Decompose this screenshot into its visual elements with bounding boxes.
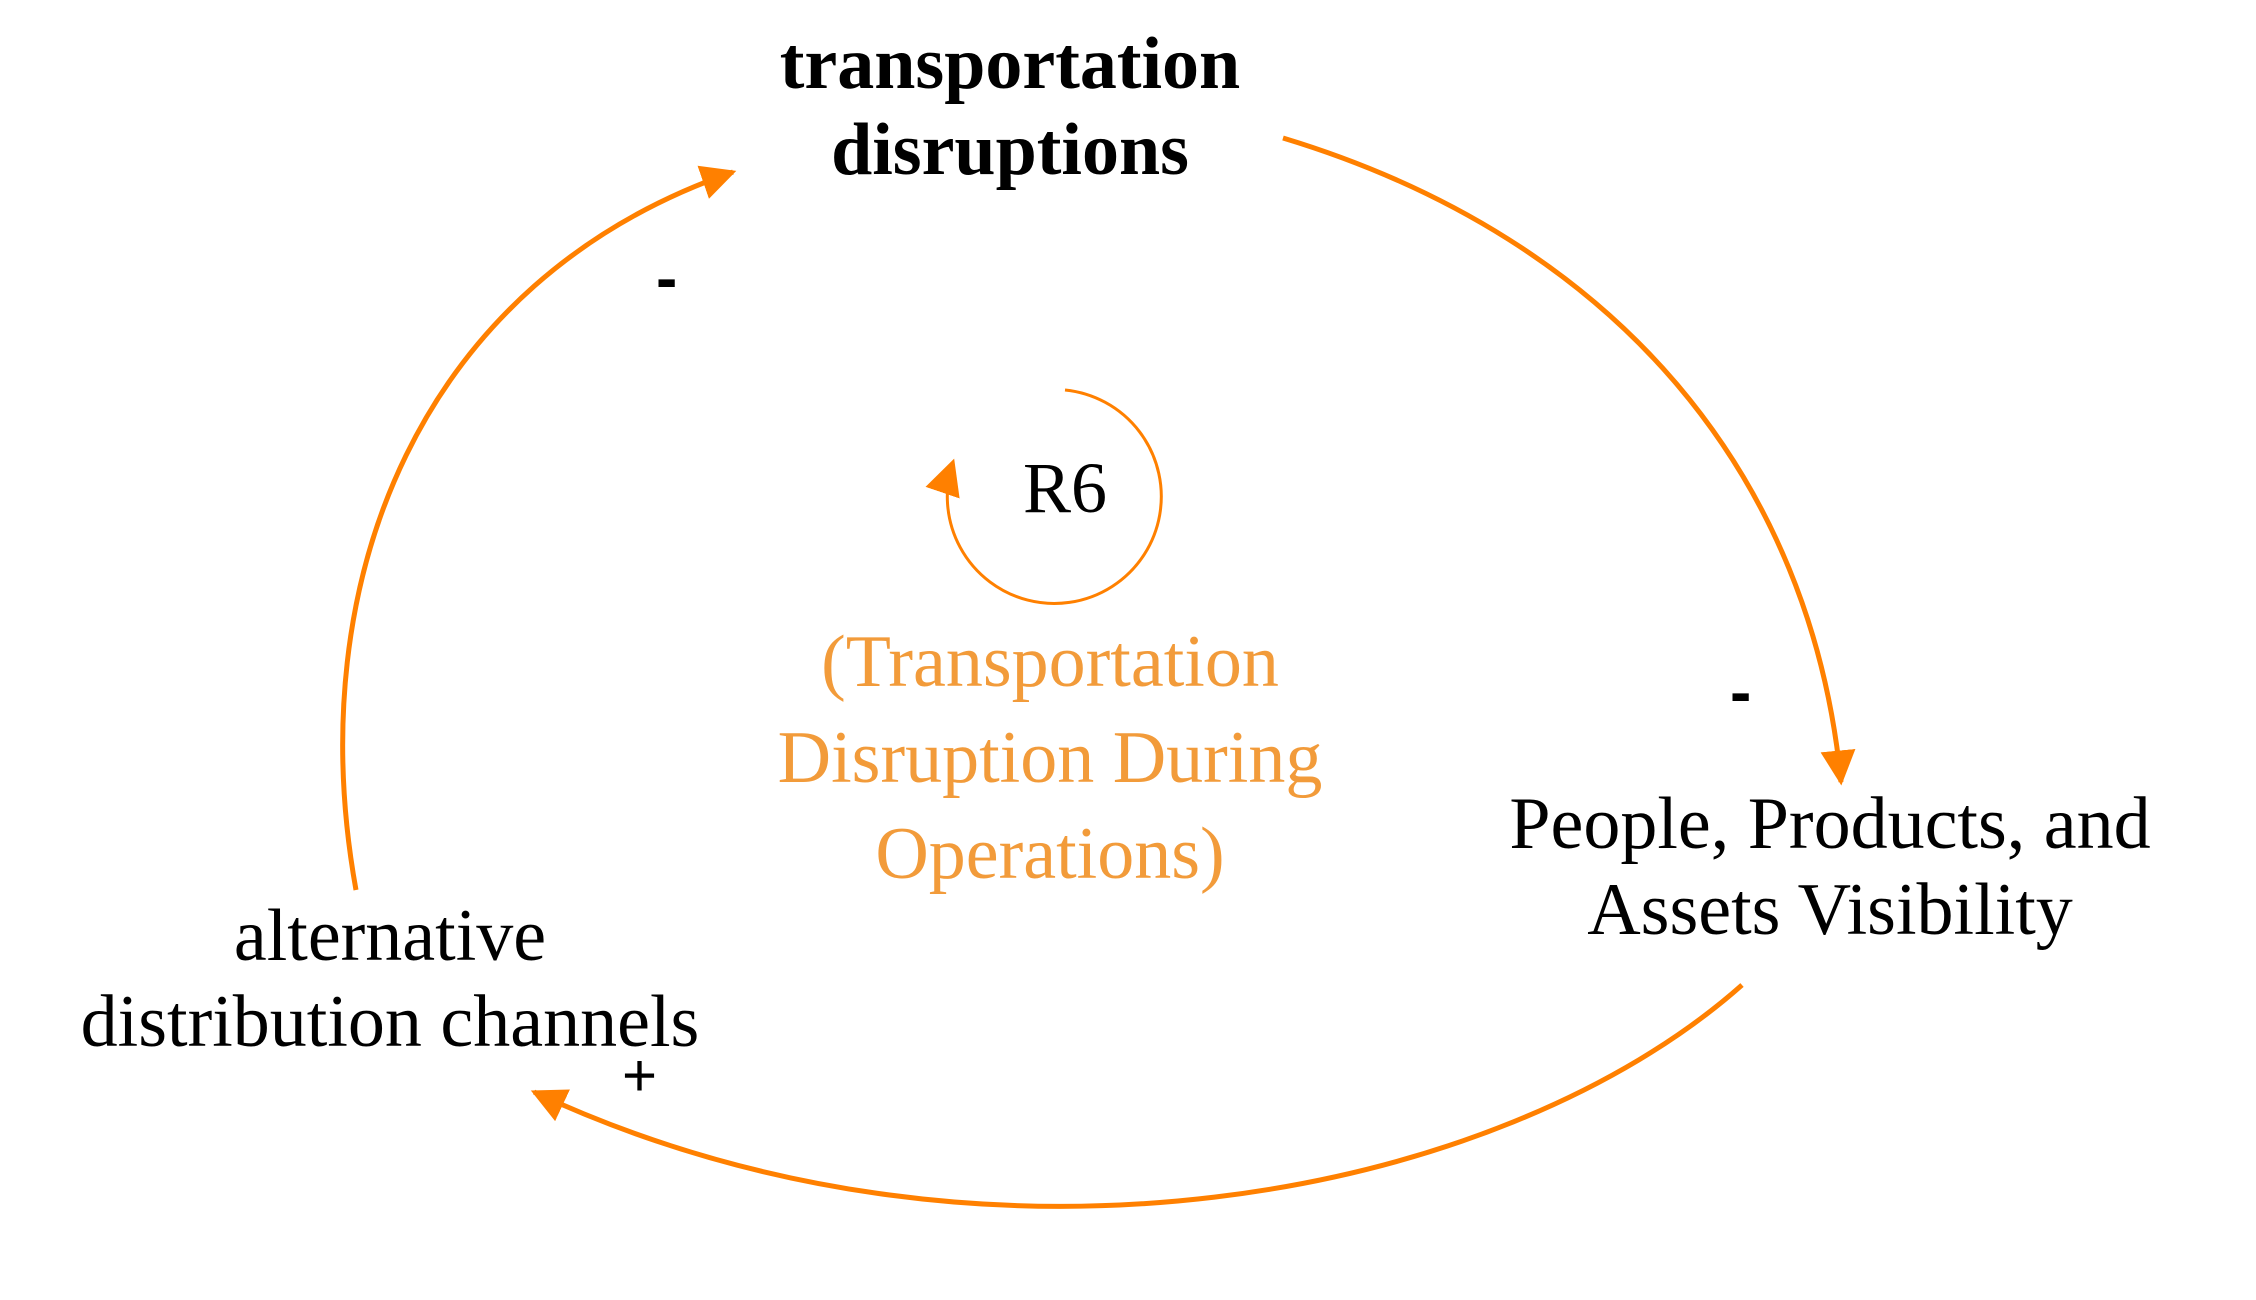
node-label-line: distribution channels [80,980,700,1063]
polarity-top-to-right: - [1730,656,1752,728]
polarity-right-to-left: + [622,1042,658,1109]
loop-name-r6: R6 [1022,448,1108,528]
link-top-to-right [1282,135,1856,786]
loop-description: (Transportation Disruption During Operat… [690,614,1410,903]
node-transportation-disruptions: transportation disruptions [640,22,1380,194]
loop-description-line: Operations) [875,813,1225,896]
node-label-line: alternative [233,895,547,977]
polarity-left-to-top: - [656,242,678,314]
node-label-line: transportation [779,23,1241,105]
loop-description-line: (Transportation [821,621,1279,703]
link-right-to-left [530,983,1744,1209]
node-label-line: Assets Visibility [1587,868,2073,951]
loop-r6-circular-arrow [925,388,1163,605]
node-label-line: People, Products, and [1509,783,2151,865]
node-alternative-distribution-channels: alternative distribution channels [0,894,780,1066]
node-people-products-assets-visibility: People, Products, and Assets Visibility [1400,782,2256,954]
link-left-to-top [340,165,737,891]
node-label-line: disruptions [831,108,1189,191]
loop-description-line: Disruption During [777,717,1323,800]
